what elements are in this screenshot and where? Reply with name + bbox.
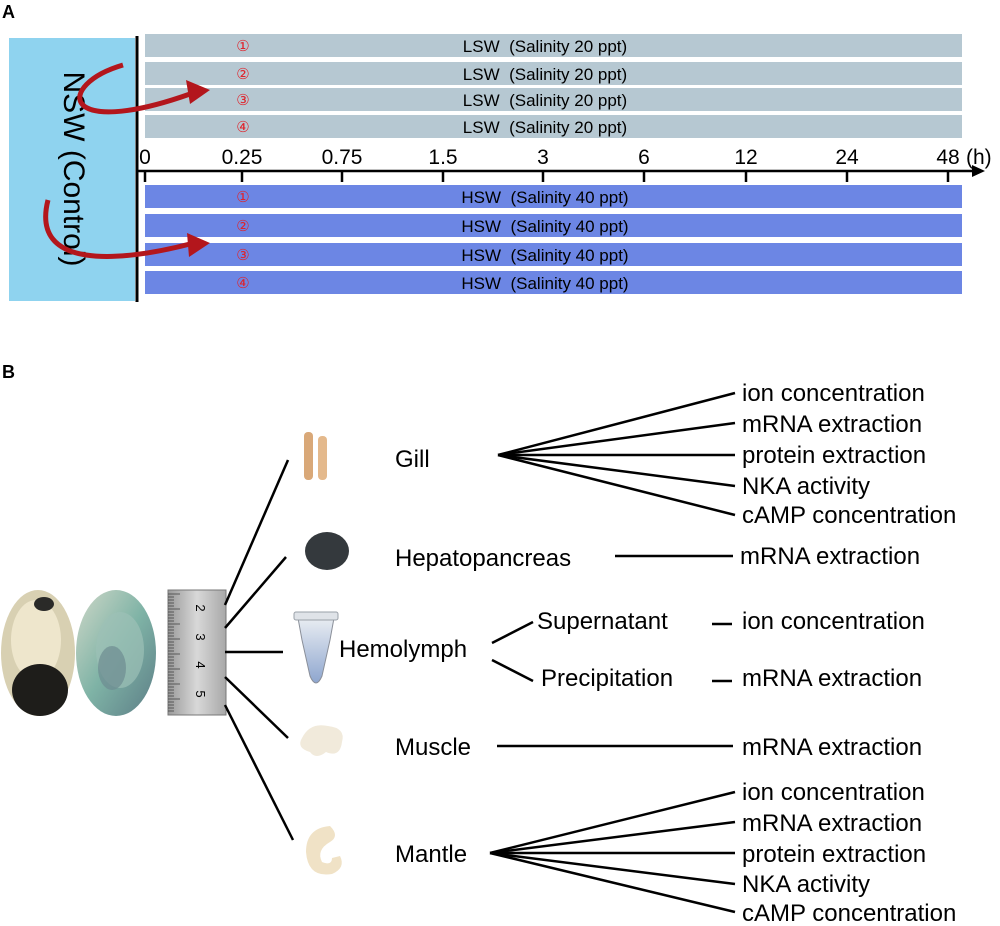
gill-assay-camp: cAMP concentration: [742, 502, 956, 529]
gill-sample-image: [304, 432, 327, 480]
time-ticks: 0 0.25 0.75 1.5 3 6 12 24 48: [139, 146, 960, 182]
abalone-photo-shell: [76, 590, 156, 716]
hsw-rows: ① HSW (Salinity 40 ppt) ② HSW (Salinity 40 …: [145, 185, 962, 294]
gill-assay-mrna: mRNA extraction: [742, 411, 922, 438]
hepatopancreas-assay: mRNA extraction: [740, 543, 920, 570]
mantle-assay-protein: protein extraction: [742, 841, 926, 868]
mantle-sample-image: [306, 826, 342, 875]
mantle-assay-ion: ion concentration: [742, 779, 925, 806]
lsw-row-bar: [145, 115, 962, 138]
abalone-photo-dorsal: [1, 590, 75, 716]
hsw-row-marker: ①: [236, 190, 249, 206]
mantle-assay-nka: NKA activity: [742, 871, 870, 898]
hsw-row-bar: [145, 243, 962, 266]
hsw-row-label: HSW (Salinity 40 ppt): [461, 188, 628, 207]
mantle-assay-camp: cAMP concentration: [742, 900, 956, 926]
time-tick-label: 1.5: [428, 146, 457, 169]
transfer-arrow-hsw: [43, 199, 210, 259]
muscle-assay: mRNA extraction: [742, 734, 922, 761]
time-tick-label: 0.25: [222, 146, 263, 169]
fraction-label-supernatant: Supernatant: [537, 608, 668, 635]
time-tick-label: 24: [835, 146, 859, 169]
tissue-label-gill: Gill: [395, 446, 430, 473]
mantle-assay-labels: ion concentration mRNA extraction protei…: [742, 779, 956, 926]
ruler-mark-5: 5: [193, 690, 208, 697]
hsw-row-bar: [145, 271, 962, 294]
panel-b-label: B: [2, 362, 15, 382]
lsw-row-marker: ①: [236, 39, 249, 55]
lsw-row-marker: ③: [236, 93, 249, 109]
lsw-row-label: LSW (Salinity 20 ppt): [463, 91, 627, 110]
gill-assay-protein: protein extraction: [742, 442, 926, 469]
time-tick-label: 6: [638, 146, 650, 169]
gill-assay-ion: ion concentration: [742, 380, 925, 407]
gill-assay-nka: NKA activity: [742, 473, 870, 500]
lsw-row-marker: ②: [236, 67, 249, 83]
hsw-row-label: HSW (Salinity 40 ppt): [461, 217, 628, 236]
precipitation-assay: mRNA extraction: [742, 665, 922, 692]
lsw-row-marker: ④: [236, 120, 249, 136]
tissue-label-muscle: Muscle: [395, 734, 471, 761]
ruler: 2 3 4 5: [167, 589, 227, 716]
muscle-sample-image: [300, 725, 343, 756]
hsw-row-label: HSW (Salinity 40 ppt): [461, 274, 628, 293]
time-tick-label: 0: [139, 146, 151, 169]
hsw-row-bar: [145, 214, 962, 237]
lsw-row-bar: [145, 88, 962, 111]
hsw-row-marker: ④: [236, 276, 249, 292]
transfer-arrow-lsw: [77, 62, 210, 115]
lsw-rows: ① LSW (Salinity 20 ppt) ② LSW (Salinity 20 …: [145, 34, 962, 138]
time-axis-arrowhead: [972, 165, 985, 177]
time-tick-label: 12: [734, 146, 757, 169]
time-unit-label: (h): [966, 146, 992, 169]
gill-assay-labels: ion concentration mRNA extraction protei…: [742, 380, 956, 529]
mantle-assay-mrna: mRNA extraction: [742, 810, 922, 837]
time-tick-label: 3: [537, 146, 549, 169]
lsw-row-label: LSW (Salinity 20 ppt): [463, 65, 627, 84]
lsw-row-label: LSW (Salinity 20 ppt): [463, 37, 627, 56]
tissue-label-mantle: Mantle: [395, 841, 467, 868]
hsw-row-marker: ②: [236, 219, 249, 235]
control-label: NSW (Control): [57, 71, 90, 266]
panel-a-label: A: [2, 2, 15, 22]
assay-connector-lines: [489, 391, 736, 914]
hsw-row-label: HSW (Salinity 40 ppt): [461, 246, 628, 265]
hsw-row-marker: ③: [236, 248, 249, 264]
lsw-row-bar: [145, 34, 962, 57]
tissue-fan-lines: [223, 459, 295, 841]
hemolymph-tube-image: [293, 611, 339, 684]
hsw-row-bar: [145, 185, 962, 208]
lsw-row-label: LSW (Salinity 20 ppt): [463, 118, 627, 137]
time-tick-label: 48: [936, 146, 959, 169]
tissue-label-hepatopancreas: Hepatopancreas: [395, 545, 571, 572]
supernatant-assay: ion concentration: [742, 608, 925, 635]
hepatopancreas-sample-image: [305, 532, 349, 570]
time-tick-label: 0.75: [322, 146, 363, 169]
ruler-mark-2: 2: [193, 604, 208, 611]
tissue-label-hemolymph: Hemolymph: [339, 636, 467, 663]
lsw-row-bar: [145, 62, 962, 85]
ruler-mark-4: 4: [193, 661, 208, 668]
ruler-mark-3: 3: [193, 633, 208, 640]
fraction-label-precipitation: Precipitation: [541, 665, 673, 692]
